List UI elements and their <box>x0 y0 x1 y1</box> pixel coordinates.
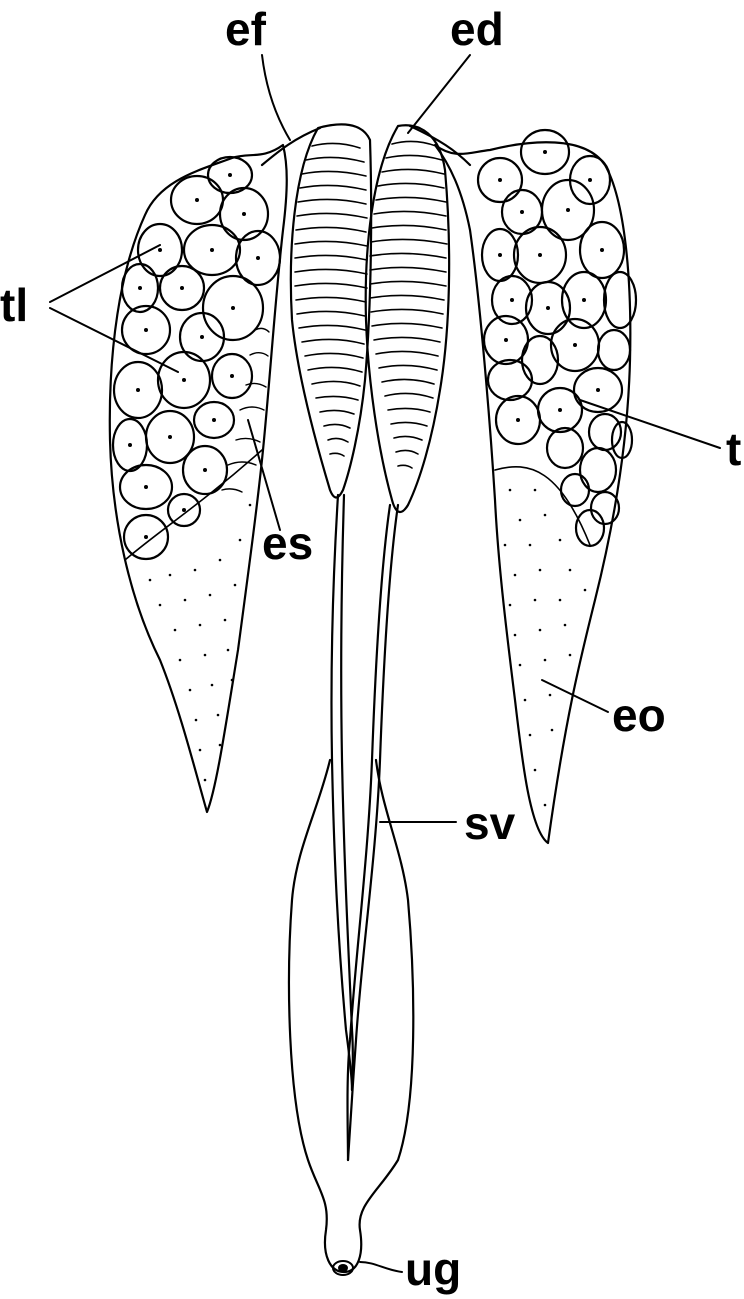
leader-t <box>580 400 720 448</box>
leader-ed <box>408 55 470 133</box>
label-sv: sv <box>464 800 515 846</box>
leader-ug <box>360 1262 402 1272</box>
leader-tl-lower <box>50 308 178 372</box>
left-testis <box>110 145 287 812</box>
label-ug: ug <box>405 1246 461 1292</box>
label-ef: ef <box>225 6 266 52</box>
right-duct <box>348 505 398 1160</box>
label-es: es <box>262 520 313 566</box>
leader-ef <box>262 55 290 140</box>
right-testis <box>435 130 636 843</box>
label-ed: ed <box>450 6 504 52</box>
label-tl: tl <box>0 282 28 328</box>
right-testis-lobules <box>478 130 636 546</box>
left-testis-lobules <box>113 157 280 559</box>
leader-tl-upper <box>50 245 160 302</box>
label-eo: eo <box>612 692 666 738</box>
right-epididymis <box>366 125 449 512</box>
left-epididymis <box>291 124 371 497</box>
label-t: t <box>726 426 741 472</box>
